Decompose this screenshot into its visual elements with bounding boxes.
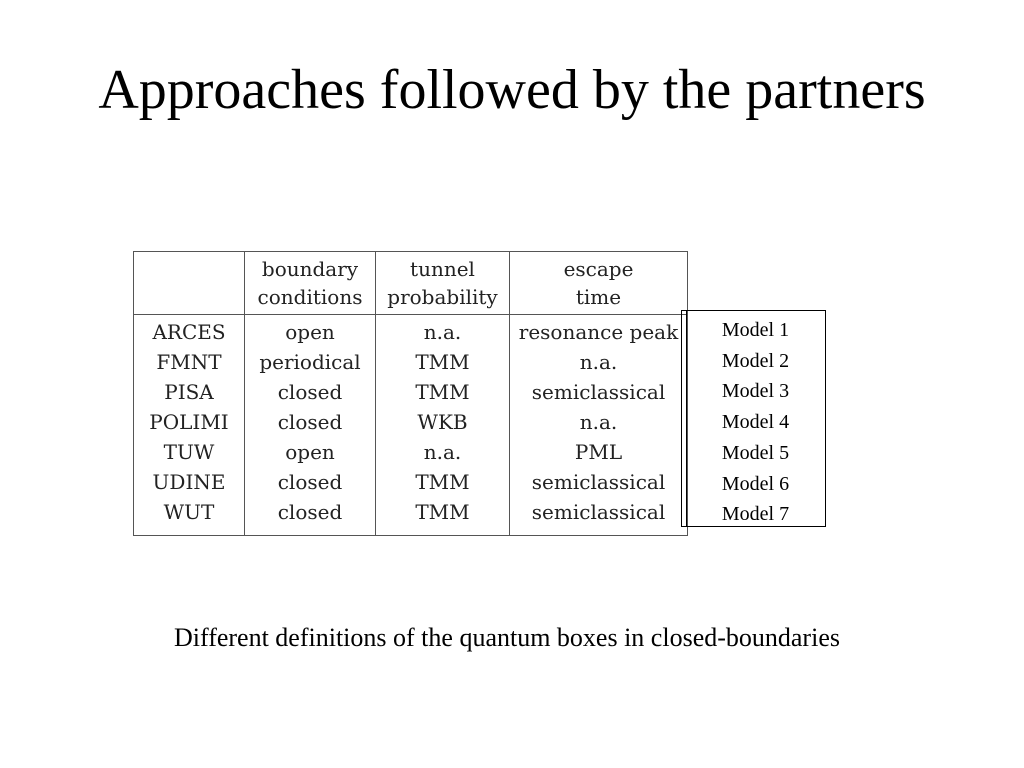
cell-boundary: open (244, 314, 376, 347)
cell-escape: PML (509, 437, 688, 467)
slide-caption: Different definitions of the quantum box… (174, 623, 840, 652)
cell-tunnel: TMM (375, 497, 510, 536)
model-label: Model 7 (721, 503, 790, 526)
model-label: Model 3 (721, 380, 790, 403)
cell-tunnel: TMM (375, 467, 510, 497)
cell-boundary: periodical (244, 347, 376, 377)
cell-escape: n.a. (509, 407, 688, 437)
cell-boundary: closed (244, 467, 376, 497)
cell-partner: WUT (133, 497, 245, 536)
model-label: Model 1 (721, 319, 790, 341)
cell-boundary: open (244, 437, 376, 467)
table-header-row: boundary conditions tunnel probability e… (133, 251, 688, 315)
header-boundary-conditions: boundary conditions (244, 251, 376, 315)
cell-escape: resonance peak (509, 314, 688, 347)
table-row: UDINE closed TMM semiclassical (133, 467, 688, 497)
cell-boundary: closed (244, 497, 376, 536)
cell-boundary: closed (244, 407, 376, 437)
cell-tunnel: n.a. (375, 314, 510, 347)
header-line: probability (387, 285, 498, 309)
cell-partner: FMNT (133, 347, 245, 377)
header-escape-time: escape time (509, 251, 688, 315)
cell-tunnel: n.a. (375, 437, 510, 467)
table-row: WUT closed TMM semiclassical (133, 497, 688, 536)
header-line: tunnel (410, 257, 475, 281)
table-row: POLIMI closed WKB n.a. (133, 407, 688, 437)
models-box: Model 1 Model 2 Model 3 Model 4 Model 5 … (681, 310, 826, 527)
table-row: FMNT periodical TMM n.a. (133, 347, 688, 377)
cell-escape: semiclassical (509, 497, 688, 536)
cell-partner: TUW (133, 437, 245, 467)
header-line: boundary (261, 257, 359, 281)
cell-tunnel: TMM (375, 377, 510, 407)
header-line: time (575, 285, 622, 309)
cell-escape: n.a. (509, 347, 688, 377)
cell-escape: semiclassical (509, 467, 688, 497)
header-partner (133, 251, 245, 315)
cell-tunnel: TMM (375, 347, 510, 377)
table-row: ARCES open n.a. resonance peak (133, 314, 688, 347)
cell-boundary: closed (244, 377, 376, 407)
table-row: TUW open n.a. PML (133, 437, 688, 467)
model-label: Model 4 (721, 411, 790, 434)
model-label: Model 6 (721, 472, 790, 495)
header-line: conditions (257, 285, 363, 309)
cell-partner: PISA (133, 377, 245, 407)
header-tunnel-probability: tunnel probability (375, 251, 510, 315)
table-row: PISA closed TMM semiclassical (133, 377, 688, 407)
box-inner-edge (686, 311, 687, 526)
cell-partner: POLIMI (133, 407, 245, 437)
model-label: Model 5 (721, 441, 790, 464)
cell-escape: semiclassical (509, 377, 688, 407)
cell-partner: ARCES (133, 314, 245, 347)
cell-tunnel: WKB (375, 407, 510, 437)
header-line: escape (563, 257, 634, 281)
slide-title: Approaches followed by the partners (98, 59, 926, 121)
model-label: Model 2 (721, 349, 790, 372)
partners-table: boundary conditions tunnel probability e… (133, 251, 688, 536)
cell-partner: UDINE (133, 467, 245, 497)
